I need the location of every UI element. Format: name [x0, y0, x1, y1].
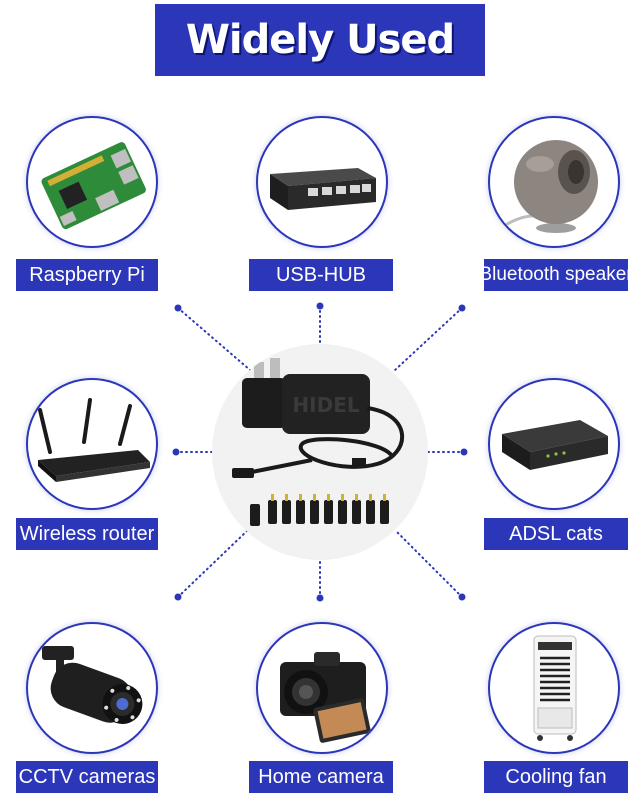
title-banner: Widely Used: [155, 4, 485, 76]
label-bluetooth-speaker: Bluetooth speaker: [479, 259, 633, 291]
home-camera-icon: [280, 652, 371, 743]
adapter-brand: HIDEL: [292, 393, 359, 417]
label-raspberry-pi: Raspberry Pi: [16, 259, 158, 291]
page-title: Widely Used: [185, 17, 455, 63]
label-text: CCTV cameras: [18, 765, 156, 788]
label-usb-hub: USB-HUB: [249, 259, 393, 291]
cooling-fan-circle: [488, 622, 620, 754]
wireless-router-icon: [38, 398, 150, 482]
label-wireless-router: Wireless router: [16, 518, 158, 550]
wireless-router-circle: [26, 378, 158, 510]
raspberry-pi-icon: [41, 142, 146, 230]
usb-hub-circle: [256, 116, 388, 248]
label-text: Cooling fan: [505, 765, 607, 788]
bluetooth-speaker-circle: [488, 116, 620, 248]
label-text: USB-HUB: [275, 263, 366, 286]
center-adapter-circle: HIDEL: [212, 344, 428, 560]
label-adsl-cats: ADSL cats: [484, 518, 628, 550]
label-text: Wireless router: [19, 522, 155, 545]
usb-hub-icon: [270, 168, 376, 210]
label-cooling-fan: Cooling fan: [484, 761, 628, 793]
adsl-modem-icon: [502, 420, 608, 470]
raspberry-pi-circle: [26, 116, 158, 248]
label-text: Home camera: [258, 765, 384, 788]
cctv-camera-icon: [42, 646, 143, 725]
label-text: Bluetooth speaker: [479, 264, 633, 285]
label-text: ADSL cats: [509, 522, 603, 545]
home-camera-circle: [256, 622, 388, 754]
label-cctv-cameras: CCTV cameras: [16, 761, 158, 793]
cooling-fan-icon: [533, 635, 577, 741]
cctv-camera-circle: [26, 622, 158, 754]
label-text: Raspberry Pi: [29, 263, 145, 286]
bluetooth-speaker-icon: [497, 140, 598, 233]
label-home-camera: Home camera: [249, 761, 393, 793]
adsl-modem-circle: [488, 378, 620, 510]
power-adapter-icon: HIDEL: [232, 358, 404, 526]
